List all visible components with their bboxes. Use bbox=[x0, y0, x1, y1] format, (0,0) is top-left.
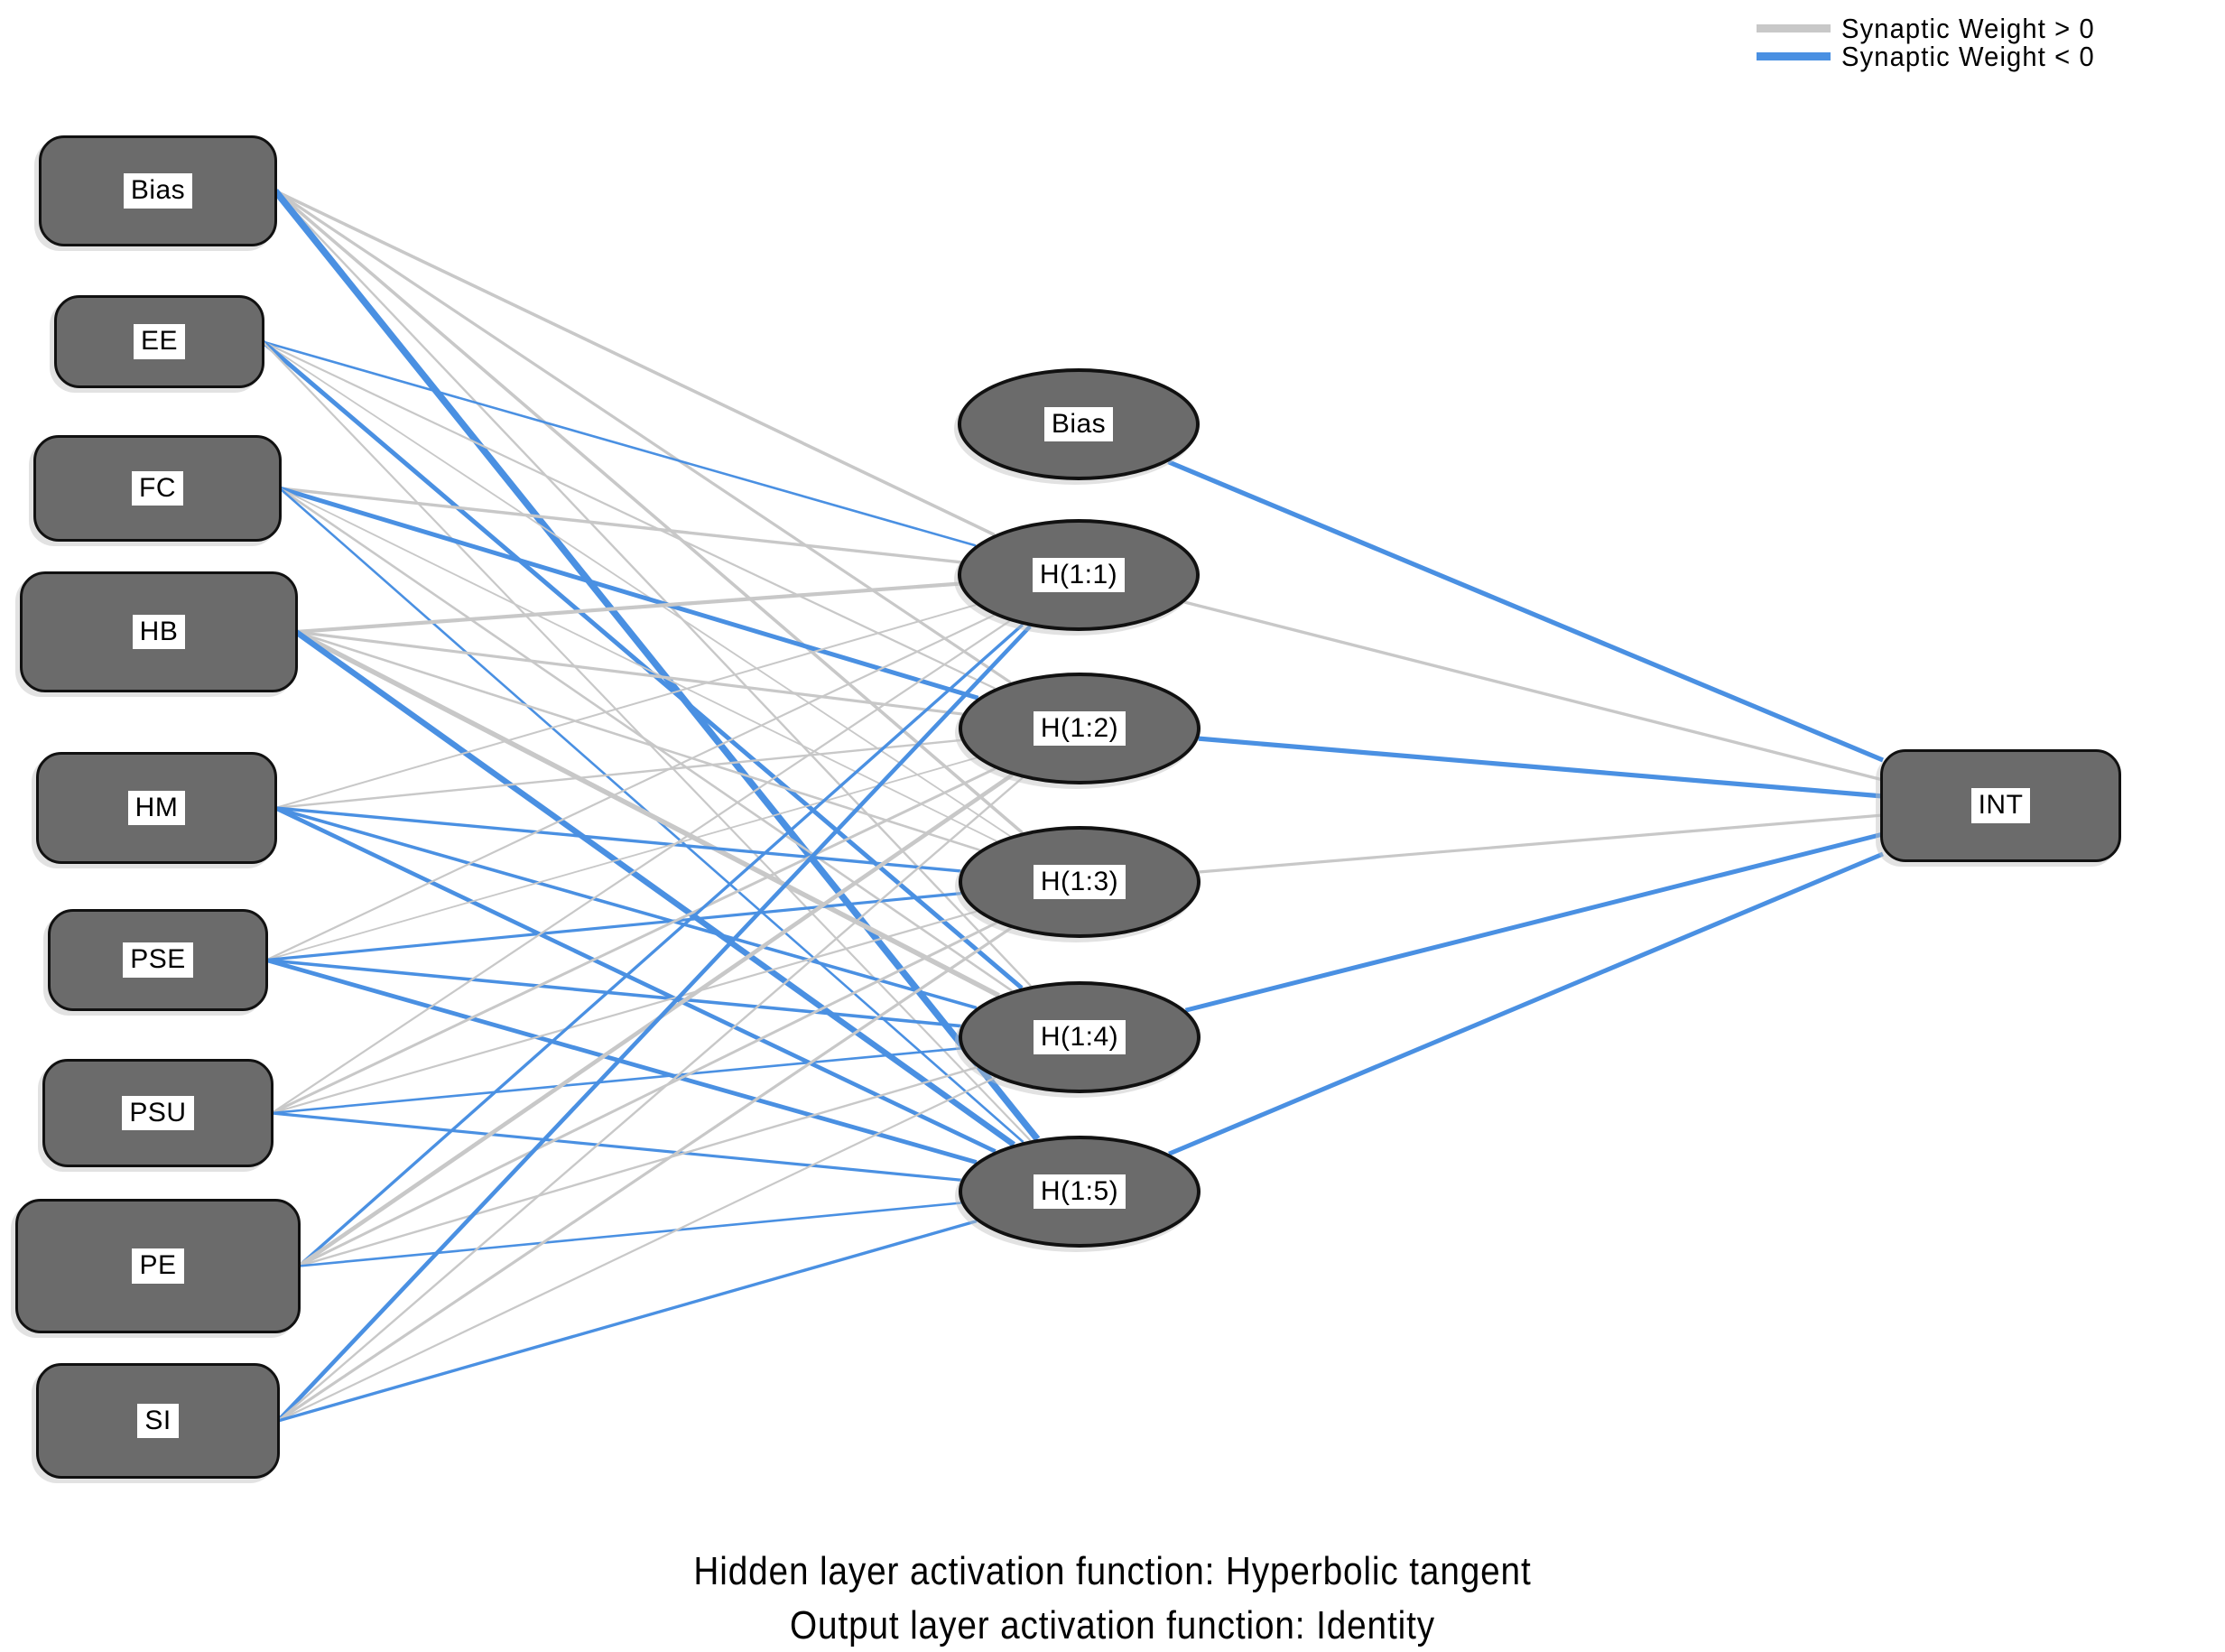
synapse-hb-to-h14-positive bbox=[294, 629, 1000, 998]
synapse-si-to-h13-positive bbox=[277, 926, 1012, 1423]
synapse-psu-to-h13-positive bbox=[271, 910, 978, 1115]
synapse-h11-to-int-positive bbox=[1183, 600, 1884, 782]
synapse-psu-to-h14-negative bbox=[271, 1047, 961, 1115]
hidden-node-h12: H(1:2) bbox=[959, 673, 1201, 784]
synapse-pse-to-h14-negative bbox=[265, 958, 961, 1028]
node-label-hm: HM bbox=[127, 790, 186, 826]
synapse-si-to-h11-negative bbox=[276, 625, 1032, 1423]
output-node-int: INT bbox=[1880, 749, 2121, 862]
input-node-pe: PE bbox=[15, 1199, 301, 1333]
synapse-pe-to-h14-positive bbox=[298, 1066, 978, 1267]
synapse-h12-to-int-negative bbox=[1198, 736, 1884, 799]
node-label-pe: PE bbox=[132, 1248, 184, 1284]
synapse-fc-to-h13-positive bbox=[279, 487, 997, 842]
positive-weight-line-swatch bbox=[1757, 24, 1831, 32]
synapse-h14-to-int-negative bbox=[1184, 831, 1884, 1013]
synapse-bias_in-to-h11-positive bbox=[274, 189, 996, 537]
hidden-node-bias-h: Bias bbox=[958, 368, 1200, 480]
synapse-ee-to-h11-negative bbox=[262, 340, 977, 547]
input-node-psu: PSU bbox=[42, 1059, 273, 1167]
synapse-hb-to-h11-positive bbox=[295, 581, 960, 635]
legend-row-positive: Synaptic Weight > 0 bbox=[1757, 12, 2111, 44]
synapse-hm-to-h12-positive bbox=[274, 738, 962, 810]
hidden-node-h14: H(1:4) bbox=[959, 981, 1201, 1093]
node-label-h14: H(1:4) bbox=[1033, 1019, 1126, 1055]
synapse-pse-to-h11-positive bbox=[265, 614, 995, 961]
synapse-hm-to-h13-negative bbox=[274, 806, 961, 873]
synapse-hb-to-h12-positive bbox=[295, 630, 963, 716]
hidden-activation-text: Hidden layer activation function: Hyperb… bbox=[693, 1549, 1532, 1593]
hidden-node-h15: H(1:5) bbox=[959, 1136, 1201, 1248]
legend-label-positive: Synaptic Weight > 0 bbox=[1841, 12, 2095, 44]
output-activation-text: Output layer activation function: Identi… bbox=[790, 1603, 1435, 1647]
input-node-fc: FC bbox=[33, 435, 282, 542]
legend: Synaptic Weight > 0 Synaptic Weight < 0 bbox=[1757, 12, 2111, 72]
synapse-hm-to-h14-negative bbox=[274, 806, 978, 1010]
synapse-hb-to-h15-negative bbox=[294, 629, 1016, 1147]
synapse-psu-to-h12-positive bbox=[271, 767, 997, 1115]
synapse-bias_in-to-h13-positive bbox=[273, 190, 1024, 834]
input-node-bias-in: Bias bbox=[39, 135, 277, 246]
node-label-fc: FC bbox=[132, 470, 183, 506]
synapse-hm-to-h15-negative bbox=[274, 805, 997, 1154]
input-node-si: SI bbox=[36, 1363, 280, 1479]
node-label-int: INT bbox=[1970, 788, 2031, 823]
synapse-hm-to-h11-positive bbox=[274, 603, 977, 809]
node-label-h12: H(1:2) bbox=[1033, 710, 1126, 747]
hidden-node-h11: H(1:1) bbox=[958, 519, 1200, 631]
synapse-pse-to-h13-negative bbox=[265, 892, 961, 962]
output-activation-caption: Output layer activation function: Identi… bbox=[0, 1603, 2225, 1648]
node-label-h11: H(1:1) bbox=[1032, 557, 1126, 593]
node-label-psu: PSU bbox=[122, 1095, 194, 1131]
input-node-hm: HM bbox=[36, 752, 277, 864]
synapse-pe-to-h11-negative bbox=[297, 623, 1024, 1267]
negative-weight-line-swatch bbox=[1757, 52, 1831, 60]
node-label-si: SI bbox=[137, 1403, 179, 1439]
node-label-h13: H(1:3) bbox=[1033, 864, 1126, 900]
synapse-pse-to-h12-positive bbox=[265, 756, 978, 961]
synapse-si-to-h14-positive bbox=[277, 1076, 997, 1422]
synapse-fc-to-h12-negative bbox=[279, 486, 979, 701]
node-label-hb: HB bbox=[132, 614, 186, 650]
node-label-h15: H(1:5) bbox=[1033, 1174, 1126, 1210]
synapse-ee-to-h14-negative bbox=[261, 339, 1024, 990]
node-label-bias-h: Bias bbox=[1043, 406, 1114, 442]
synapse-pe-to-h13-positive bbox=[298, 921, 997, 1267]
synapse-fc-to-h14-positive bbox=[279, 487, 1013, 992]
hidden-node-h13: H(1:3) bbox=[959, 826, 1201, 938]
synapse-pe-to-h15-negative bbox=[298, 1202, 961, 1267]
input-node-pse: PSE bbox=[48, 909, 268, 1011]
synapse-hb-to-h13-positive bbox=[295, 630, 981, 852]
input-node-ee: EE bbox=[54, 295, 264, 388]
synapse-fc-to-h11-positive bbox=[279, 487, 961, 564]
legend-label-negative: Synaptic Weight < 0 bbox=[1841, 40, 2095, 72]
hidden-activation-caption: Hidden layer activation function: Hyperb… bbox=[0, 1549, 2225, 1594]
synapse-bias_in-to-h14-positive bbox=[274, 190, 1032, 988]
node-label-pse: PSE bbox=[123, 942, 193, 978]
synapse-bias_in-to-h12-positive bbox=[274, 190, 1012, 684]
node-label-bias-in: Bias bbox=[123, 173, 193, 209]
synapse-si-to-h15-negative bbox=[277, 1219, 978, 1423]
input-node-hb: HB bbox=[20, 571, 298, 692]
synapse-h15-to-int-negative bbox=[1168, 851, 1884, 1156]
synapse-ee-to-h13-positive bbox=[262, 340, 1011, 837]
synapse-bias_in-to-h15-negative bbox=[273, 189, 1041, 1142]
synapse-h13-to-int-positive bbox=[1198, 813, 1884, 874]
legend-row-negative: Synaptic Weight < 0 bbox=[1757, 40, 2111, 72]
node-label-ee: EE bbox=[133, 324, 186, 359]
synapse-bias_h-to-int-negative bbox=[1167, 459, 1885, 763]
synapse-pse-to-h15-negative bbox=[265, 958, 978, 1165]
synapse-ee-to-h12-positive bbox=[262, 340, 996, 690]
synapse-psu-to-h15-negative bbox=[271, 1111, 962, 1182]
synapse-psu-to-h11-positive bbox=[271, 620, 1011, 1114]
synapse-si-to-h12-positive bbox=[277, 776, 1024, 1422]
